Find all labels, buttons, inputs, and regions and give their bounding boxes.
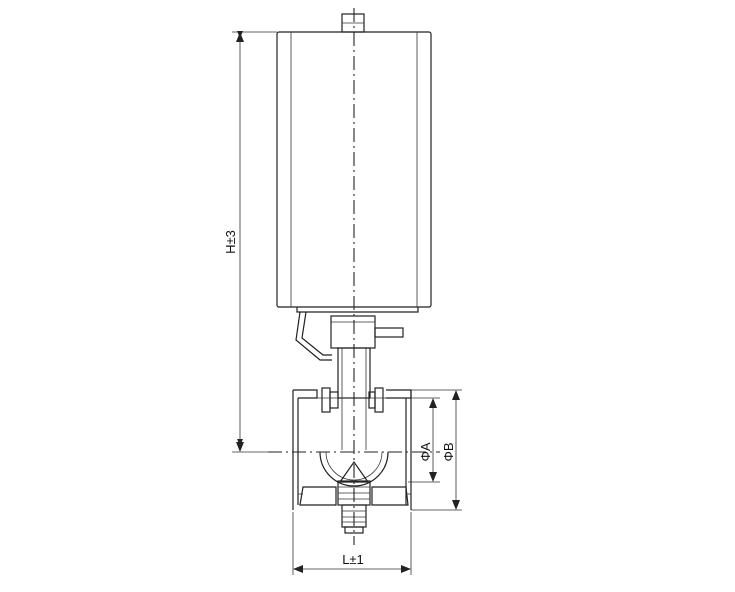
dimension-diameter-b: [411, 389, 462, 511]
length-label: L±1: [342, 552, 364, 567]
side-bolts: [321, 387, 384, 413]
dimension-height: [232, 31, 277, 453]
height-label: H±3: [223, 230, 238, 254]
actuator-base: [296, 307, 419, 313]
dimension-diameter-a: [408, 397, 440, 483]
dimension-length: [292, 512, 412, 575]
coupling-block: [330, 315, 404, 349]
centerlines: [268, 8, 440, 545]
mounting-bracket: [295, 311, 332, 361]
actuator-cylinder: [276, 31, 432, 308]
valve-body: [292, 389, 412, 510]
top-nut: [341, 13, 365, 33]
diameter-a-label: ΦA: [418, 442, 433, 461]
seat-section: [298, 486, 411, 506]
diameter-b-label: ΦB: [441, 442, 456, 461]
